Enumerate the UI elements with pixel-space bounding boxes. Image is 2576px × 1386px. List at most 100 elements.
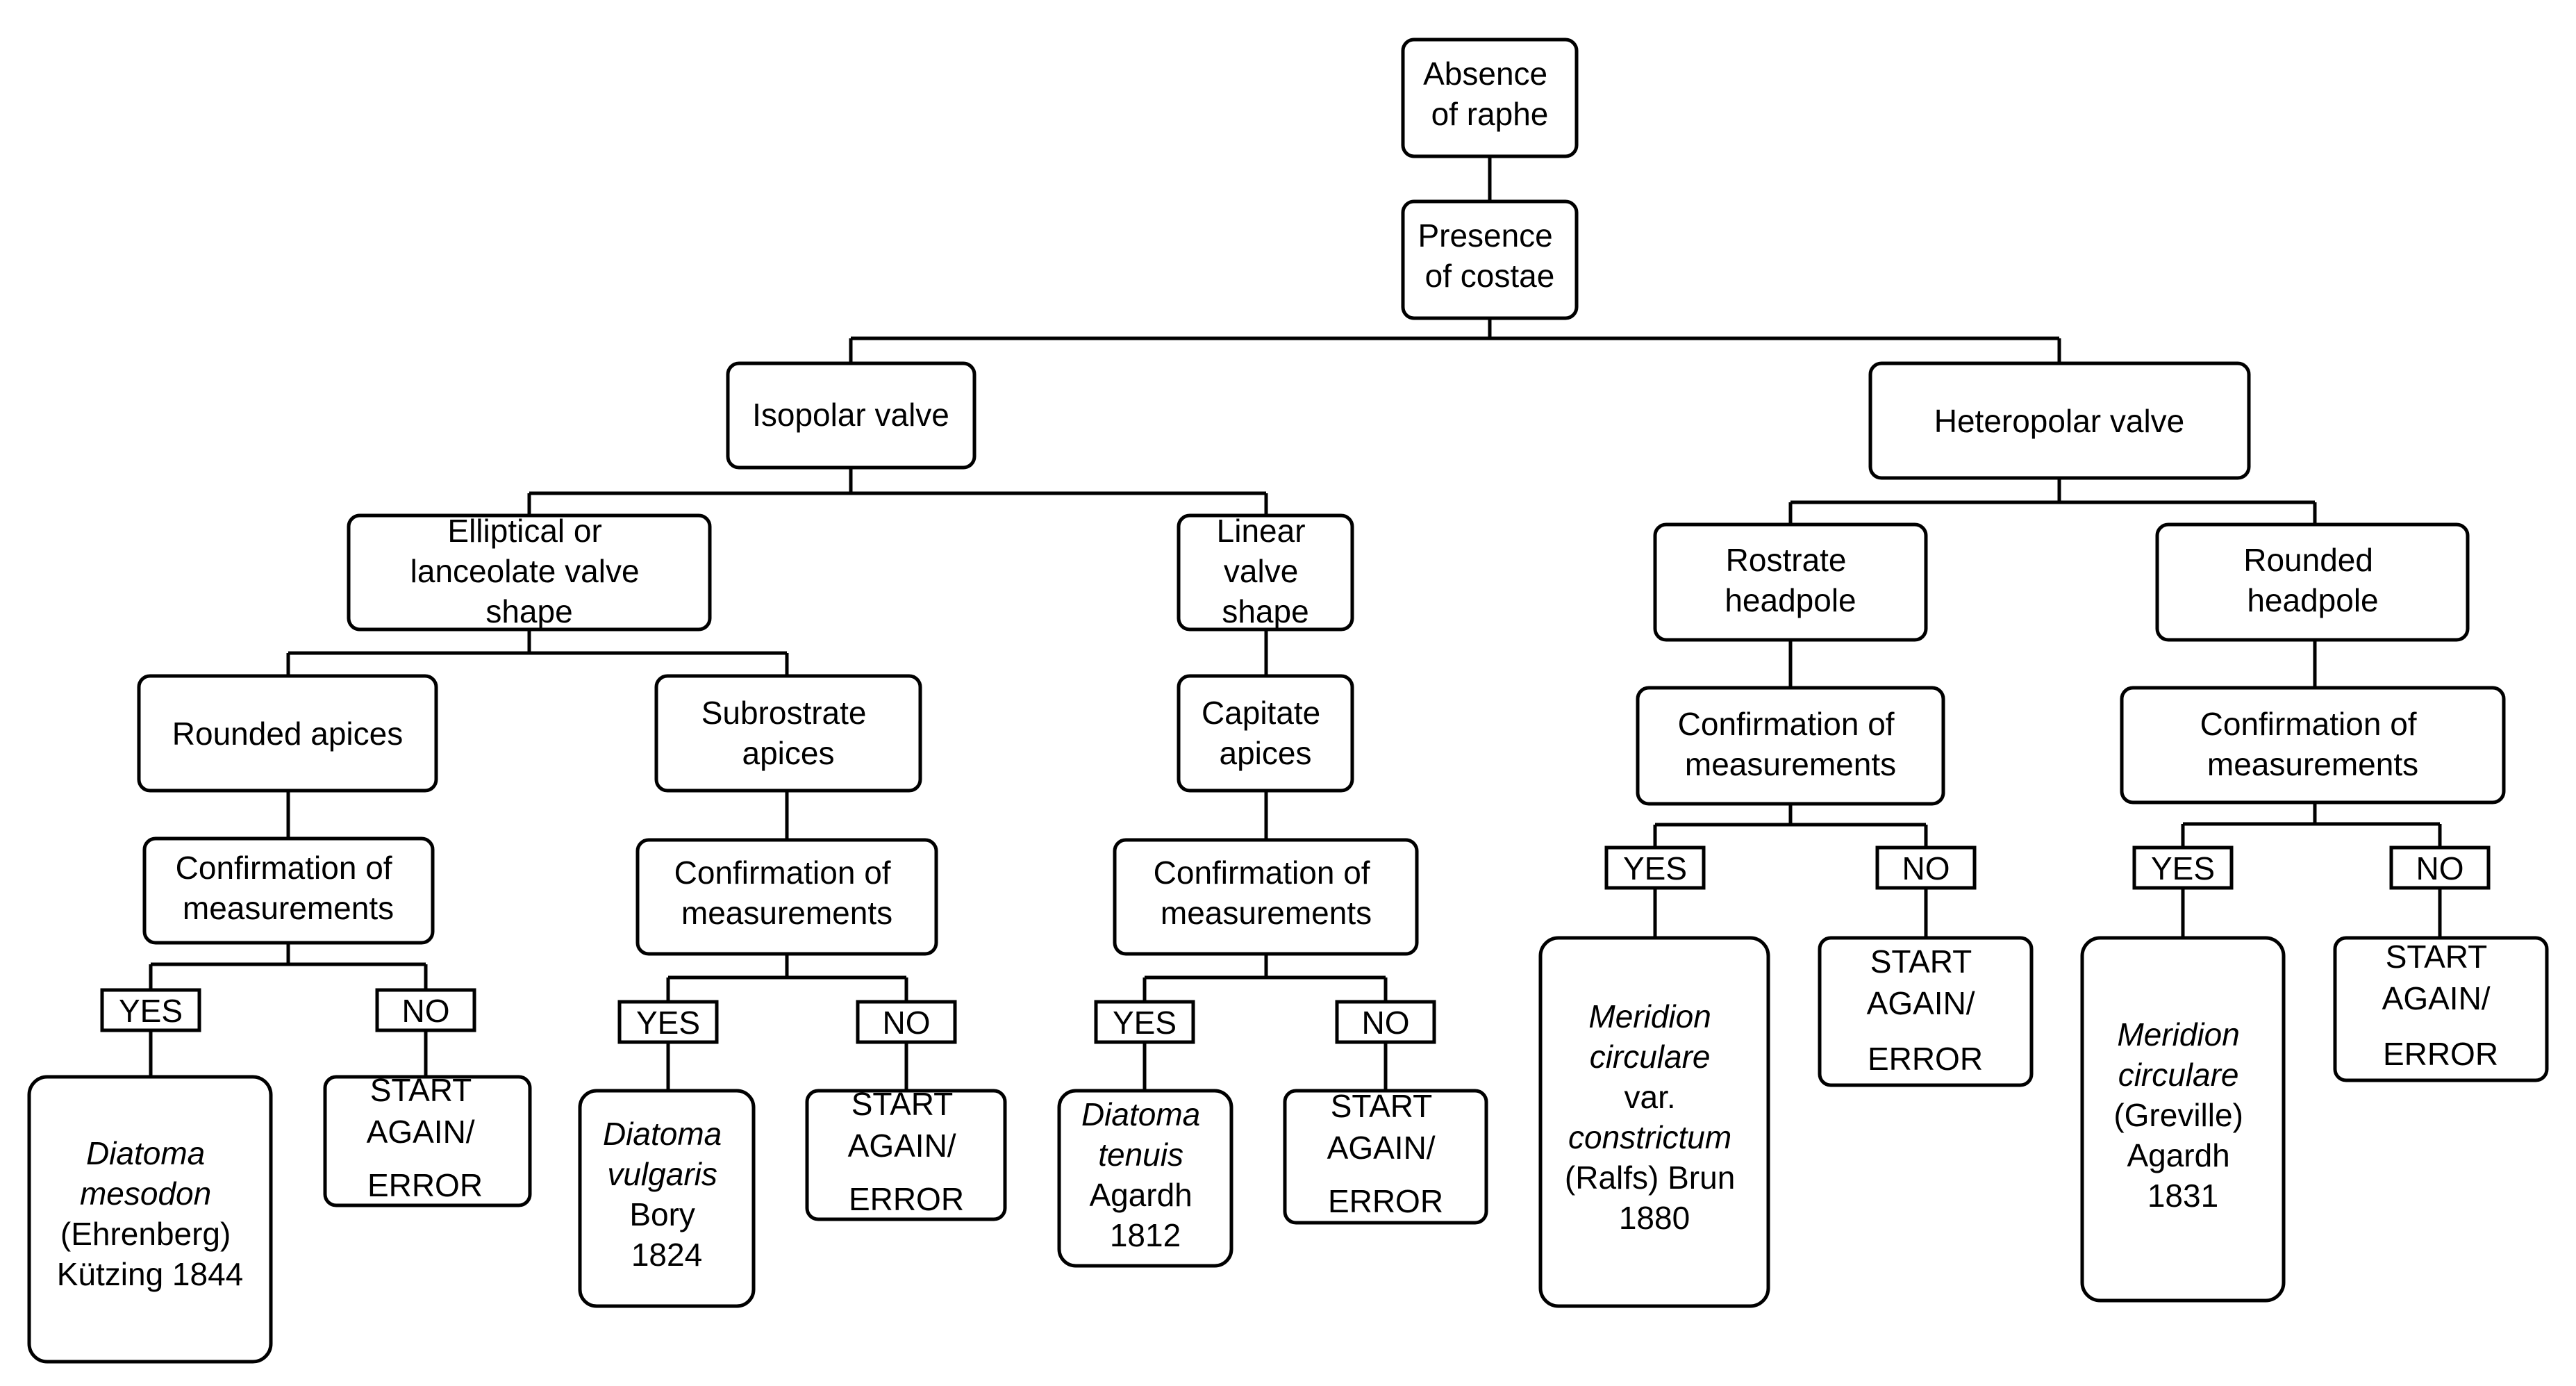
start-again-line1: START [370,1072,472,1108]
meridion-circulare-year: 1831 [2147,1178,2218,1214]
node-elliptical-line3: shape [485,593,572,629]
node-linear-line1: Linear [1217,513,1306,549]
start-again-subrostrate: START AGAIN/ ERROR [805,1086,1007,1221]
meridion-circulare-genus: Meridion [2117,1016,2239,1053]
node-presence-of-costae-line2: of costae [1425,258,1555,294]
node-elliptical-lanceolate: Elliptical or lanceolate valve shape [347,513,712,632]
confirmation-rounded-apices-line2: measurements [183,890,394,926]
start-again-rounded-headpole: START AGAIN/ ERROR [2333,936,2549,1082]
diatoma-tenuis-author: Agardh [1089,1177,1192,1213]
svg-text:START AGAIN/ ERROR: START AGAIN/ ERROR [848,1086,965,1217]
start-again-line2: AGAIN/ [1327,1130,1436,1166]
connector-confirm3-yesno [1142,954,1386,1000]
diatoma-tenuis-year: 1812 [1110,1217,1181,1253]
svg-text:Confirmation of measurem: Confirmation of measurements [176,850,401,926]
start-again-line3: ERROR [849,1181,964,1217]
start-again-line3: ERROR [1328,1183,1443,1219]
start-again-line2: AGAIN/ [367,1114,475,1150]
meridion-constrictum-variety: constrictum [1568,1119,1731,1155]
node-rostrate-line1: Rostrate [1726,542,1847,578]
yes-label: YES [1113,1005,1177,1041]
yes-label: YES [1623,850,1687,886]
confirmation-rounded-apices-line1: Confirmation of [176,850,392,886]
start-again-line1: START [1331,1088,1432,1124]
start-again-line2: AGAIN/ [1867,985,1975,1021]
svg-text:Elliptical or lanceolate: Elliptical or lanceolate valve shape [410,513,649,629]
connector-confirm1-yesno [149,943,428,990]
node-capitate-line1: Capitate [1202,695,1320,731]
node-rostrate-line2: headpole [1725,582,1856,618]
yes-box-rostrate: YES [1604,845,1706,890]
connector-confirm4-yesno [1653,804,1928,846]
svg-text:Meridion circulare: Meridion circulare (Greville) Agardh 183… [2113,1016,2252,1214]
node-rounded-headpole: Rounded headpole [2155,522,2470,642]
svg-text:START AGAIN/ ERROR: START AGAIN/ ERROR [367,1072,484,1203]
svg-text:Meridion circulare: Meridion circulare var. constrictum (Ral… [1565,998,1744,1236]
svg-text:START AGAIN/ ERROR: START AGAIN/ ERROR [1867,943,1984,1077]
node-heteropolar-valve: Heteropolar valve [1868,361,2251,480]
yes-box-subrostrate: YES [617,1000,719,1044]
node-confirmation-subrostrate: Confirmation of measurements [635,838,938,956]
meridion-circulare-author: (Greville) [2113,1097,2243,1133]
confirmation-subrostrate-line2: measurements [681,895,892,931]
node-subrostrate-apices: Subrostrate apices [654,674,922,793]
start-again-line1: START [1870,943,1972,980]
node-presence-of-costae: Presence of costae [1401,199,1579,320]
confirmation-rostrate-line2: measurements [1685,746,1896,782]
node-linear-line2: valve [1224,553,1298,589]
svg-text:Capitate apices: Capitate apices [1202,695,1329,771]
meridion-constrictum-rank: var. [1624,1079,1676,1115]
yes-label: YES [2151,850,2215,886]
svg-text:START AGAIN/ ERROR: START AGAIN/ ERROR [2382,939,2500,1072]
no-box-capitate: NO [1335,1000,1436,1044]
connector-elliptical-split [286,629,789,676]
meridion-circulare-name2: Agardh [2127,1137,2229,1173]
result-diatoma-mesodon: Diatoma mesodon (Ehrenberg) Kützing 1844 [27,1075,273,1364]
svg-text:Confirmation of measurem: Confirmation of measurements [1154,855,1379,931]
diatoma-vulgaris-genus: Diatoma [603,1116,722,1152]
diatoma-tenuis-genus: Diatoma [1081,1096,1200,1132]
node-absence-of-raphe: Absence of raphe [1401,38,1579,158]
svg-text:Confirmation of measurem: Confirmation of measurements [674,855,900,931]
node-presence-of-costae-line1: Presence [1418,217,1552,254]
diatoma-mesodon-author: (Ehrenberg) [60,1216,231,1252]
start-again-line2: AGAIN/ [2382,980,2491,1016]
start-again-line3: ERROR [1868,1041,1983,1077]
confirmation-capitate-line1: Confirmation of [1154,855,1370,891]
result-diatoma-tenuis: Diatoma tenuis Agardh 1812 [1057,1089,1233,1268]
svg-text:Diatoma mesodon (E: Diatoma mesodon (Ehrenberg) Kützing 1844 [57,1135,244,1292]
node-heteropolar-valve-label: Heteropolar valve [1934,403,2185,439]
diatoma-mesodon-genus: Diatoma [86,1135,205,1171]
connectors [149,156,2442,1091]
node-linear-valve-shape: Linear valve shape [1177,513,1354,632]
no-label: NO [402,993,450,1029]
svg-text:Diatoma vulgaris B: Diatoma vulgaris Bory 1824 [603,1116,731,1273]
node-elliptical-line2: lanceolate valve [410,553,640,589]
node-capitate-line2: apices [1220,735,1312,771]
confirmation-capitate-line2: measurements [1161,895,1372,931]
node-subrostrate-line1: Subrostrate [701,695,867,731]
start-again-line3: ERROR [2383,1036,2498,1072]
svg-text:Diatoma tenuis Aga: Diatoma tenuis Agardh 1812 [1081,1096,1209,1253]
meridion-circulare-species: circulare [2118,1057,2239,1093]
start-again-rounded-apices: START AGAIN/ ERROR [323,1072,532,1207]
start-again-line3: ERROR [367,1167,483,1203]
connector-costae-split [849,318,2061,363]
node-isopolar-valve-label: Isopolar valve [752,397,949,433]
start-again-line2: AGAIN/ [848,1128,956,1164]
node-rounded-apices: Rounded apices [137,674,438,793]
no-box-rounded-apices: NO [375,988,476,1032]
start-again-line1: START [2386,939,2487,975]
svg-text:Presence of costae: Presence of costae [1418,217,1561,294]
start-again-rostrate: START AGAIN/ ERROR [1818,936,2034,1087]
result-meridion-circulare: Meridion circulare (Greville) Agardh 183… [2080,936,2286,1303]
diatoma-tenuis-species: tenuis [1098,1137,1183,1173]
diatoma-vulgaris-species: vulgaris [607,1156,717,1192]
svg-text:Absence of raphe: Absence of raphe [1423,56,1556,132]
no-box-rostrate: NO [1875,845,1977,890]
result-meridion-circulare-constrictum: Meridion circulare var. constrictum (Ral… [1538,936,1770,1308]
diatoma-vulgaris-year: 1824 [631,1237,702,1273]
svg-text:Rounded headpole: Rounded headpole [2243,542,2382,618]
node-rounded-headpole-line1: Rounded [2243,542,2373,578]
